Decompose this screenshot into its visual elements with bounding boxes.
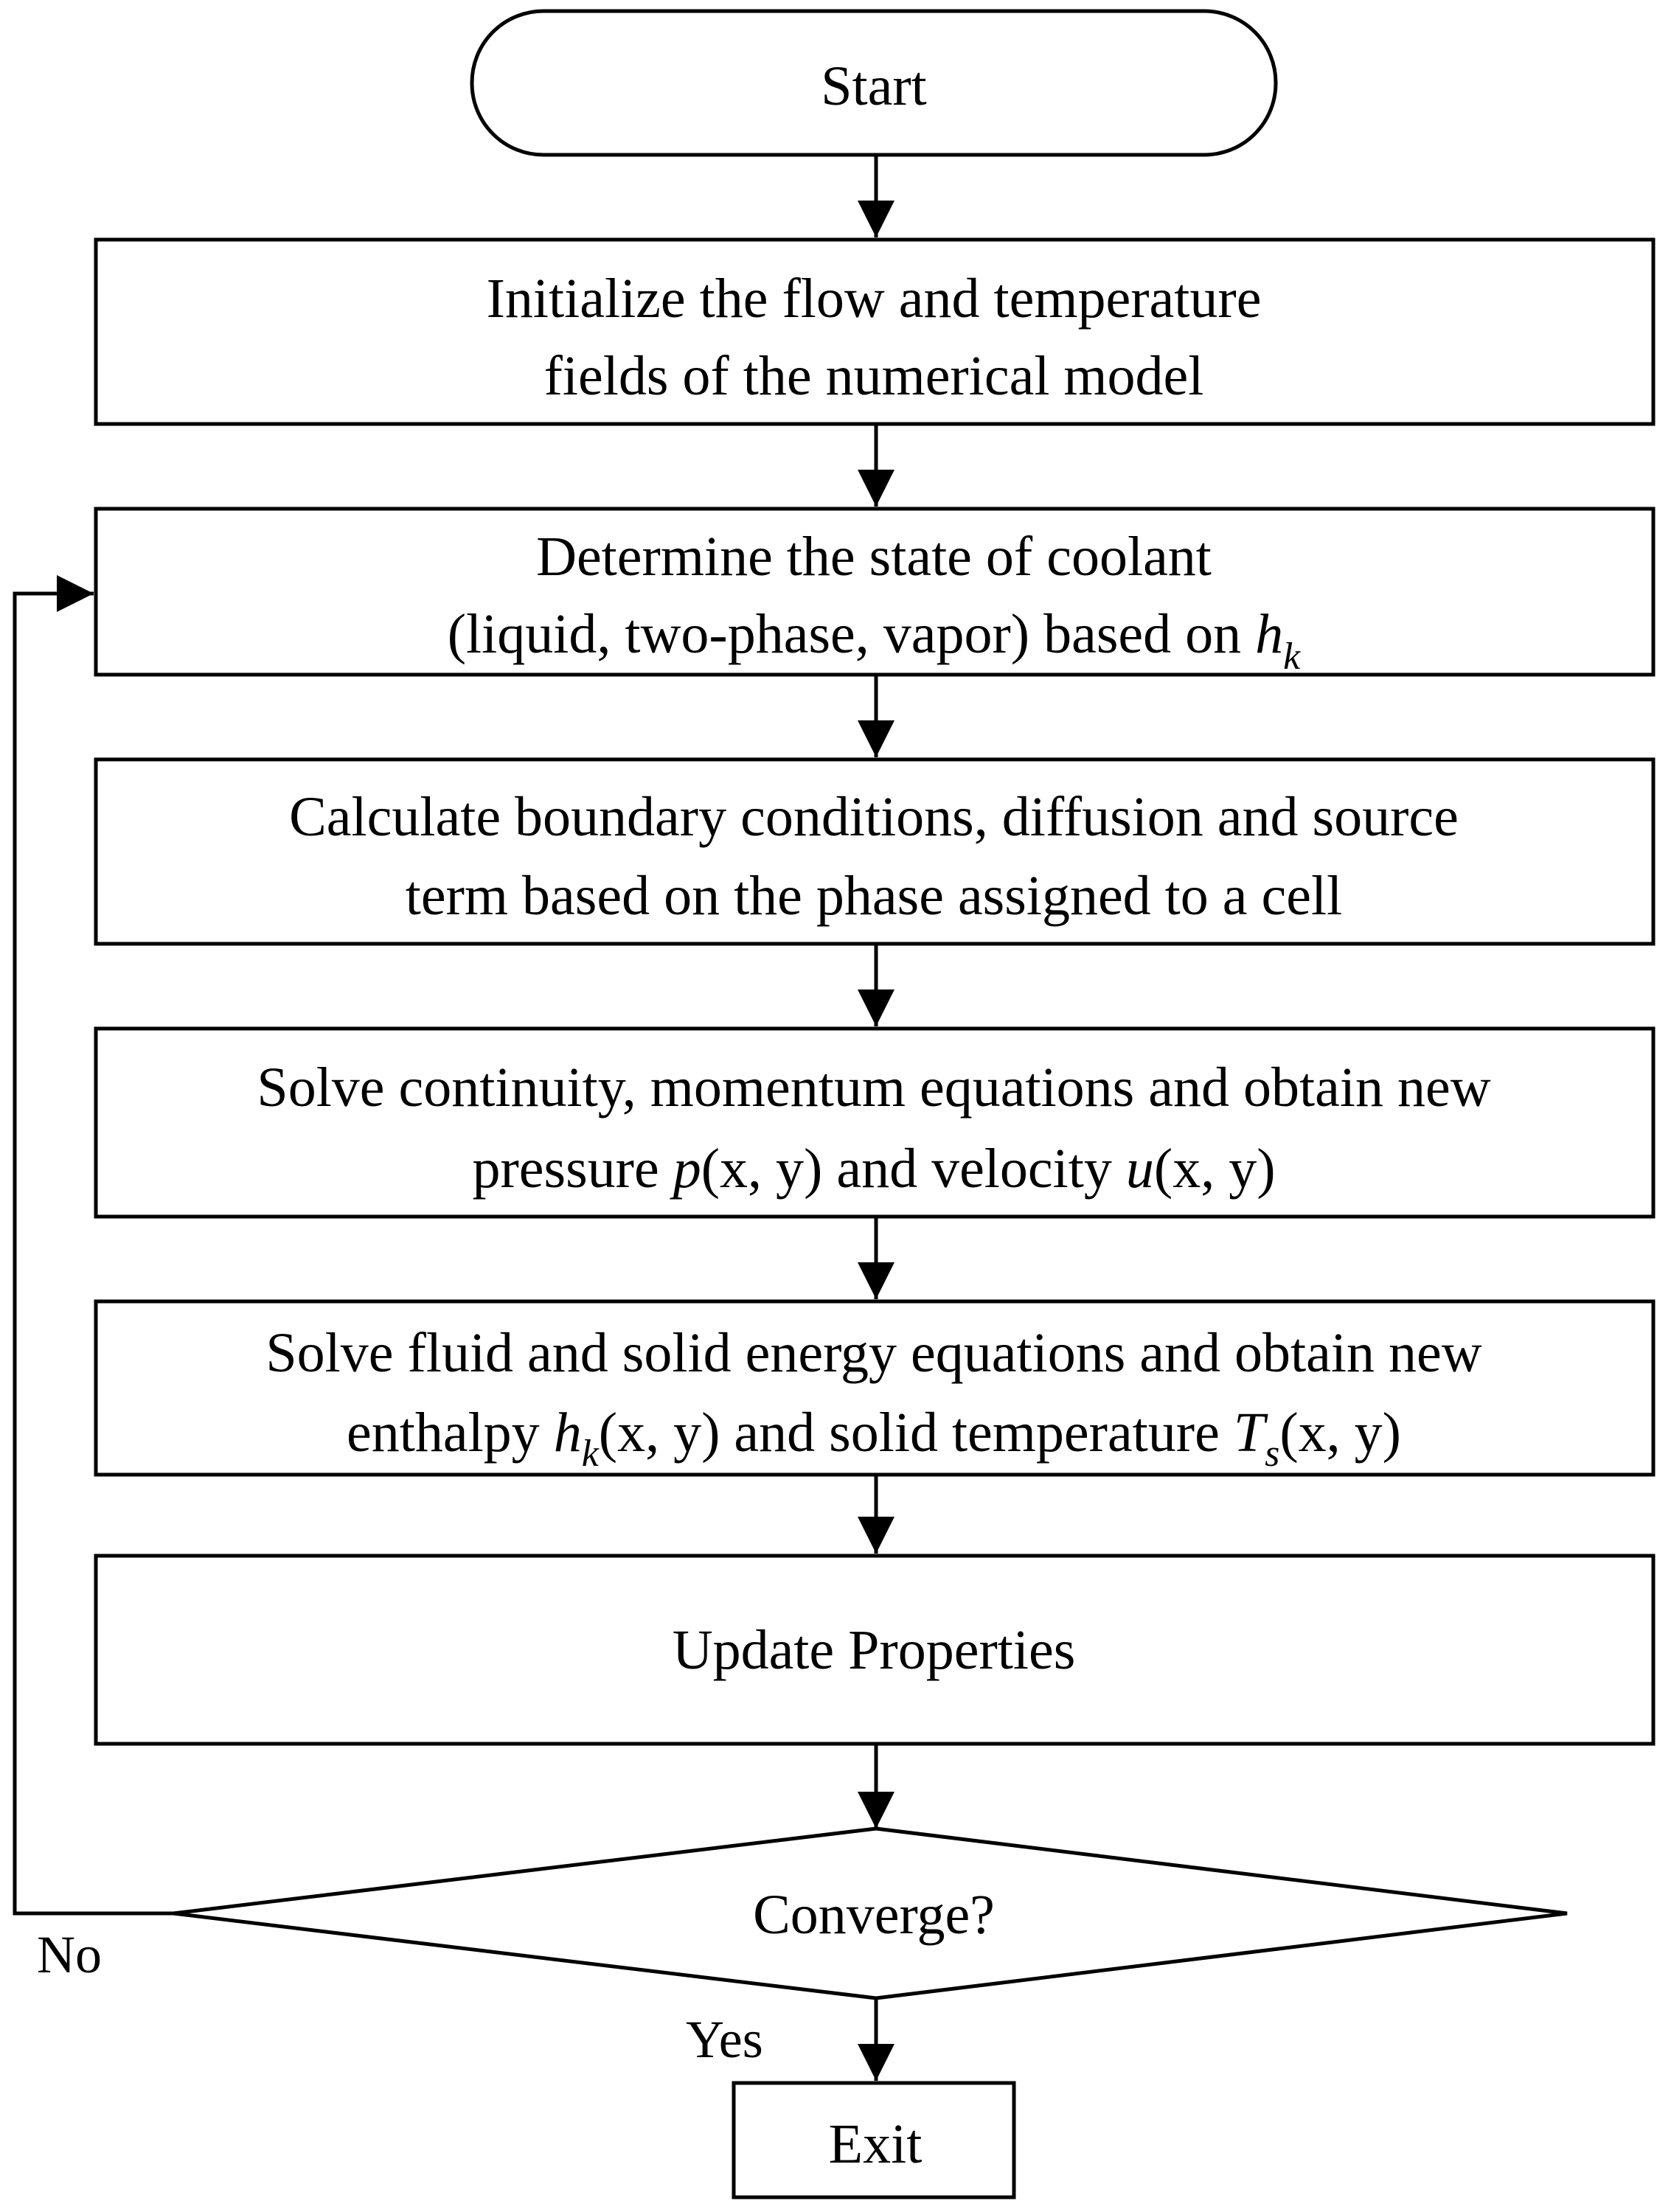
sub-k: k bbox=[582, 1433, 600, 1475]
solve-momentum-line1: Solve continuity, momentum equations and… bbox=[257, 1057, 1490, 1119]
velocity-text: (x, y) and velocity bbox=[701, 1138, 1126, 1200]
yes-label: Yes bbox=[686, 2010, 763, 2069]
var-h: h bbox=[1255, 603, 1283, 665]
determine-state-line2-text: (liquid, two-phase, vapor) based on bbox=[448, 603, 1255, 665]
determine-state-line2: (liquid, two-phase, vapor) based on hk bbox=[448, 603, 1301, 678]
var-u: u bbox=[1126, 1138, 1154, 1200]
exit-box bbox=[732, 2081, 1016, 2199]
start-label: Start bbox=[821, 55, 927, 117]
solid-temperature-text: (x, y) and solid temperature bbox=[599, 1402, 1234, 1464]
initialize-box bbox=[94, 237, 1656, 426]
no-loop-connector bbox=[13, 575, 173, 1916]
calculate-line2: term based on the phase assigned to a ce… bbox=[406, 865, 1342, 927]
sub-s: s bbox=[1265, 1433, 1279, 1475]
solve-momentum-box bbox=[94, 1026, 1656, 1219]
var-t: T bbox=[1234, 1402, 1268, 1464]
exit-label: Exit bbox=[829, 2113, 923, 2175]
no-label: No bbox=[37, 1925, 102, 1984]
calculate-box bbox=[94, 757, 1656, 946]
start-terminator bbox=[470, 9, 1278, 157]
initialize-line1: Initialize the flow and temperature bbox=[487, 268, 1262, 330]
sub-k: k bbox=[1283, 636, 1301, 678]
var-h: h bbox=[554, 1402, 582, 1464]
update-properties-box bbox=[94, 1554, 1656, 1746]
calculate-line1: Calculate boundary conditions, diffusion… bbox=[289, 786, 1459, 848]
converge-label: Converge? bbox=[753, 1884, 995, 1946]
pressure-text: pressure bbox=[472, 1138, 673, 1200]
solve-energy-line1: Solve fluid and solid energy equations a… bbox=[265, 1322, 1481, 1384]
solve-energy-box bbox=[94, 1299, 1656, 1477]
xy-text: (x, y) bbox=[1279, 1402, 1401, 1464]
xy-text: (x, y) bbox=[1154, 1138, 1276, 1200]
solve-energy-line2: enthalpy hk(x, y) and solid temperature … bbox=[347, 1402, 1401, 1475]
determine-state-line1: Determine the state of coolant bbox=[536, 526, 1212, 588]
solve-momentum-line2: pressure p(x, y) and velocity u(x, y) bbox=[472, 1138, 1275, 1200]
update-properties-label: Update Properties bbox=[673, 1619, 1076, 1681]
var-p: p bbox=[670, 1138, 701, 1200]
initialize-line2: fields of the numerical model bbox=[544, 345, 1204, 407]
enthalpy-text: enthalpy bbox=[347, 1402, 554, 1464]
